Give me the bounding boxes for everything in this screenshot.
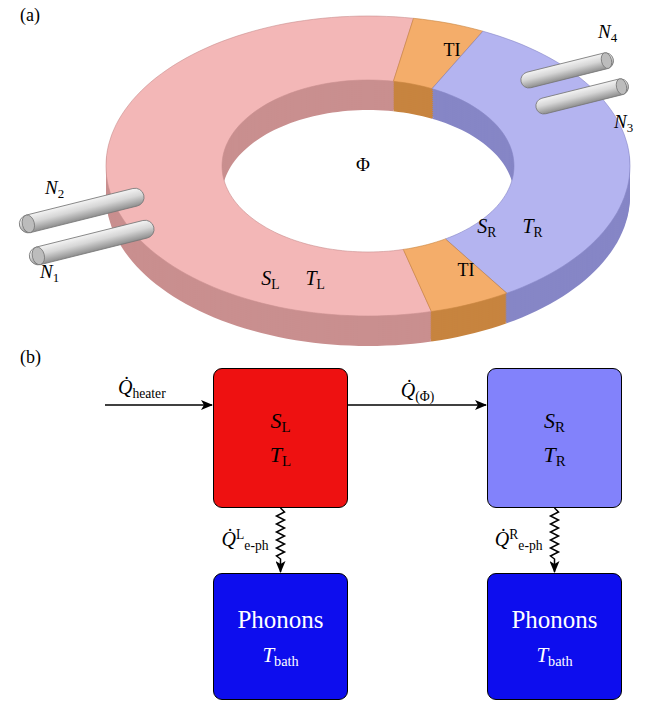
heat-flow-arrow bbox=[348, 404, 486, 406]
node-label: Phonons bbox=[237, 606, 323, 634]
lead-wires bbox=[17, 51, 630, 267]
left-region: SL TL bbox=[238, 246, 348, 310]
edge-label: Q̇(Φ) bbox=[401, 379, 434, 401]
symbol-label: TR bbox=[522, 215, 542, 237]
phonon-bath-box: PhononsTbath bbox=[213, 573, 348, 700]
lead-label: N1 bbox=[40, 262, 59, 283]
lead-label: N2 bbox=[45, 178, 64, 199]
phonon-bath-box: PhononsTbath bbox=[487, 573, 622, 700]
lead-label: N3 bbox=[614, 112, 633, 133]
heater-arrow bbox=[105, 404, 212, 406]
edge-label: Q̇Le-ph bbox=[222, 528, 269, 550]
electron-phonon-arrow bbox=[551, 508, 559, 572]
symbol-label: TR bbox=[543, 443, 565, 467]
lead-label: N4 bbox=[598, 22, 617, 43]
heat-flow-label: Q̇heater bbox=[118, 376, 166, 398]
left-superconductor bbox=[106, 16, 431, 316]
panel-letter: (b) bbox=[20, 348, 41, 368]
node-label: TI bbox=[458, 261, 475, 281]
symbol-label: TL bbox=[270, 443, 291, 467]
ti-junction bbox=[403, 239, 507, 312]
node-label: Phonons bbox=[511, 606, 597, 634]
ring-body bbox=[106, 16, 630, 346]
symbol-label: Tbath bbox=[262, 644, 298, 667]
left-electron-box: SL TL bbox=[213, 368, 348, 508]
symbol-label: SL bbox=[261, 267, 279, 289]
edge-label: Q̇Re-ph bbox=[495, 528, 543, 550]
symbol-label: SL bbox=[270, 409, 290, 433]
ti-junction: TI bbox=[446, 256, 486, 286]
symbol-label: SR bbox=[477, 215, 496, 237]
right-electron-box: SR TR bbox=[487, 368, 622, 508]
ti-junction: TI bbox=[432, 36, 472, 66]
electron-phonon-arrow bbox=[277, 508, 285, 572]
symbol-label: SR bbox=[544, 409, 565, 433]
node-label: TI bbox=[444, 41, 461, 61]
flux-symbol: Φ bbox=[356, 155, 370, 176]
symbol-label: Tbath bbox=[536, 644, 572, 667]
panel-letter: (a) bbox=[20, 6, 40, 26]
symbol-label: TL bbox=[305, 267, 324, 289]
right-region: SR TR bbox=[455, 194, 565, 258]
